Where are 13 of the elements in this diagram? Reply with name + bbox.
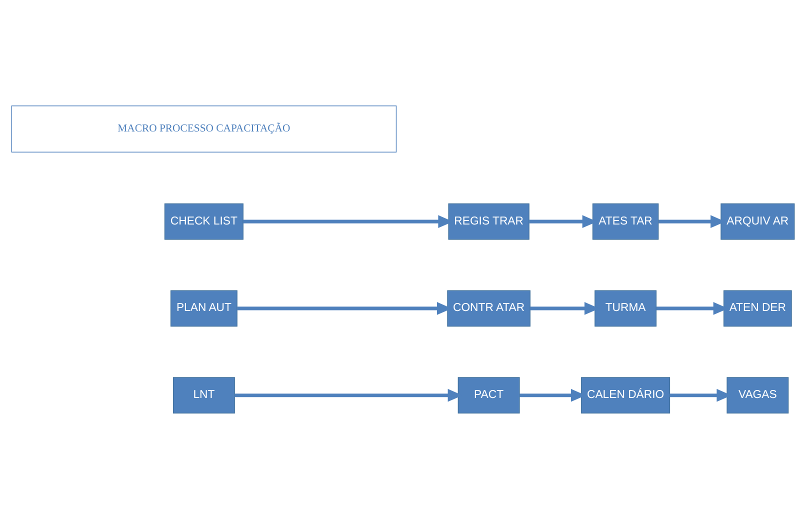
node-box: CONTR ATAR xyxy=(447,290,530,326)
node-box: ATES TAR xyxy=(592,202,659,240)
node-box: PLAN AUT xyxy=(170,290,238,326)
node-box: ATEN DER xyxy=(723,290,792,326)
node-box: REGIS TRAR xyxy=(448,202,530,240)
node-box: CHECK LIST xyxy=(164,202,244,240)
node-box: CALEN DÁRIO xyxy=(581,376,670,413)
node-box: VAGAS xyxy=(726,376,789,413)
node-box: ARQUIV AR xyxy=(720,202,795,240)
node-box: LNT xyxy=(172,376,235,413)
node-box: MACRO PROCESSO CAPACITAÇÃO xyxy=(11,105,397,152)
node-box: PACT xyxy=(458,376,520,413)
node-box: TURMA xyxy=(594,290,657,326)
